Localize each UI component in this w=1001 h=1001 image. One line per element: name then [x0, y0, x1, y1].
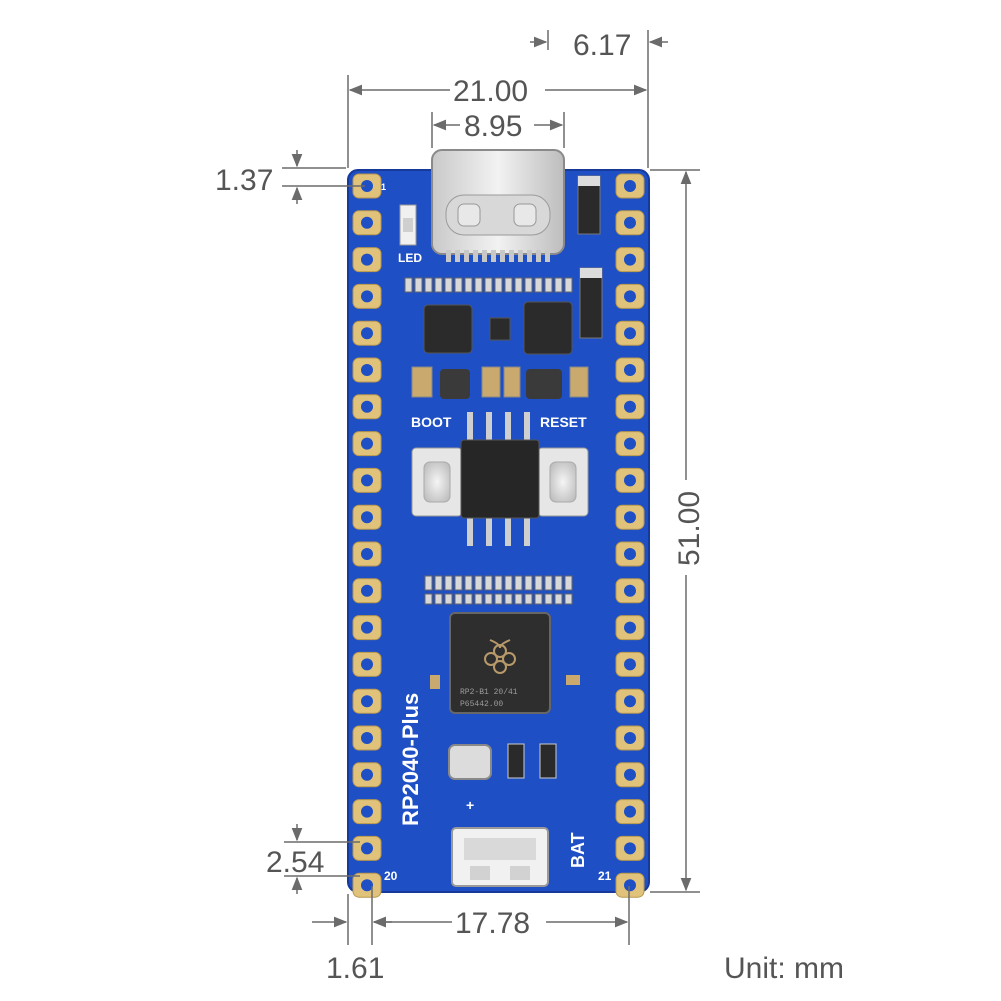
- battery-connector[interactable]: [451, 827, 549, 887]
- pin-1-label: 1: [381, 182, 386, 192]
- header-pad: [615, 615, 645, 641]
- resistor-row: [404, 277, 573, 293]
- crystal-oscillator: [448, 744, 492, 780]
- header-pad: [615, 541, 645, 567]
- dim-board-width-value: 21.00: [453, 75, 528, 108]
- bat-plus-label: +: [466, 797, 474, 813]
- diode-bottom: [579, 267, 603, 339]
- header-pad: [352, 799, 382, 825]
- smd-part-d: [566, 675, 580, 685]
- dimension-usb-width: 8.95: [431, 110, 565, 148]
- header-pad: [615, 835, 645, 861]
- rp2040-chip: RP2-B1 20/41 P65442.00: [449, 612, 551, 714]
- header-pad: [352, 504, 382, 530]
- small-transistor: [489, 317, 511, 341]
- header-pad: [352, 357, 382, 383]
- dimension-pin-pitch: 2.54: [266, 824, 360, 894]
- dim-usb-width-value: 8.95: [464, 110, 522, 143]
- header-pad: [352, 688, 382, 714]
- header-pad: [352, 615, 382, 641]
- header-pad: [615, 762, 645, 788]
- dimension-usb-offset: 6.17: [530, 29, 668, 168]
- led-indicator: LED: [398, 204, 422, 265]
- unit-note: Unit: mm: [724, 952, 844, 985]
- header-pad: [615, 725, 645, 751]
- smd-part-c: [430, 675, 440, 689]
- inductor-right: [526, 369, 562, 399]
- header-pad: [615, 651, 645, 677]
- header-pad: [615, 283, 645, 309]
- capacitor-3: [503, 366, 521, 398]
- led-label: LED: [398, 251, 422, 265]
- capacitor-1: [411, 366, 433, 398]
- header-pad: [352, 762, 382, 788]
- boot-button[interactable]: [411, 447, 463, 517]
- header-pad: [615, 173, 645, 199]
- diode-top: [577, 175, 601, 235]
- header-pad: [352, 872, 382, 898]
- reset-label: RESET: [540, 414, 587, 430]
- dimension-board-width: 21.00: [347, 75, 648, 168]
- header-pad: [352, 651, 382, 677]
- header-pad: [615, 799, 645, 825]
- header-pad: [352, 210, 382, 236]
- chip-marking-1: RP2-B1 20/41: [460, 688, 518, 697]
- reset-button[interactable]: [537, 447, 589, 517]
- dim-pad-offset-value: 1.37: [215, 164, 273, 197]
- header-pad: [615, 431, 645, 457]
- header-pad: [615, 688, 645, 714]
- bat-label: BAT: [568, 832, 588, 868]
- header-pad: [352, 467, 382, 493]
- pin-20-label: 20: [384, 869, 398, 883]
- boot-label: BOOT: [411, 414, 452, 430]
- header-pad: [352, 247, 382, 273]
- inductor-left: [440, 369, 470, 399]
- pcb-board: LED 1 BOOT RESET: [347, 149, 650, 898]
- capacitor-4: [569, 366, 589, 398]
- header-pad: [615, 394, 645, 420]
- dimension-board-length: 51.00: [650, 169, 706, 893]
- smd-part-a: [507, 743, 525, 779]
- pin-21-label: 21: [598, 869, 612, 883]
- board-name-label: RP2040-Plus: [398, 693, 423, 826]
- raspberry-logo-icon: [484, 639, 516, 674]
- flash-chip: [460, 412, 540, 546]
- dim-board-length-value: 51.00: [673, 491, 706, 566]
- header-pad: [352, 835, 382, 861]
- right-pin-header: [615, 173, 645, 898]
- power-ic-left: [423, 304, 473, 354]
- resistor-row-2: [424, 575, 573, 605]
- header-pad: [352, 320, 382, 346]
- header-pad: [615, 210, 645, 236]
- header-pad: [352, 431, 382, 457]
- header-pad: [615, 467, 645, 493]
- smd-part-b: [539, 743, 557, 779]
- header-pad: [352, 725, 382, 751]
- header-pad: [352, 394, 382, 420]
- header-pad: [352, 173, 382, 199]
- dimension-pad-offset: 1.37: [215, 150, 365, 204]
- header-pad: [615, 504, 645, 530]
- dim-pin-pitch-value: 2.54: [266, 846, 324, 879]
- usb-c-connector: [431, 149, 565, 262]
- header-pad: [615, 578, 645, 604]
- chip-marking-2: P65442.00: [460, 700, 503, 709]
- header-pad: [615, 357, 645, 383]
- left-pin-header: [352, 173, 382, 898]
- dim-edge-offset-value: 1.61: [326, 952, 384, 985]
- header-pad: [352, 578, 382, 604]
- header-pad: [615, 320, 645, 346]
- power-ic-right: [523, 301, 573, 355]
- dimension-pin-span: 17.78: [347, 886, 630, 945]
- header-pad: [615, 872, 645, 898]
- header-pad: [352, 283, 382, 309]
- dim-usb-offset-value: 6.17: [573, 29, 631, 62]
- capacitor-2: [481, 366, 501, 398]
- dim-pin-span-value: 17.78: [455, 907, 530, 940]
- header-pad: [615, 247, 645, 273]
- header-pad: [352, 541, 382, 567]
- dimension-edge-offset: 1.61: [312, 916, 392, 985]
